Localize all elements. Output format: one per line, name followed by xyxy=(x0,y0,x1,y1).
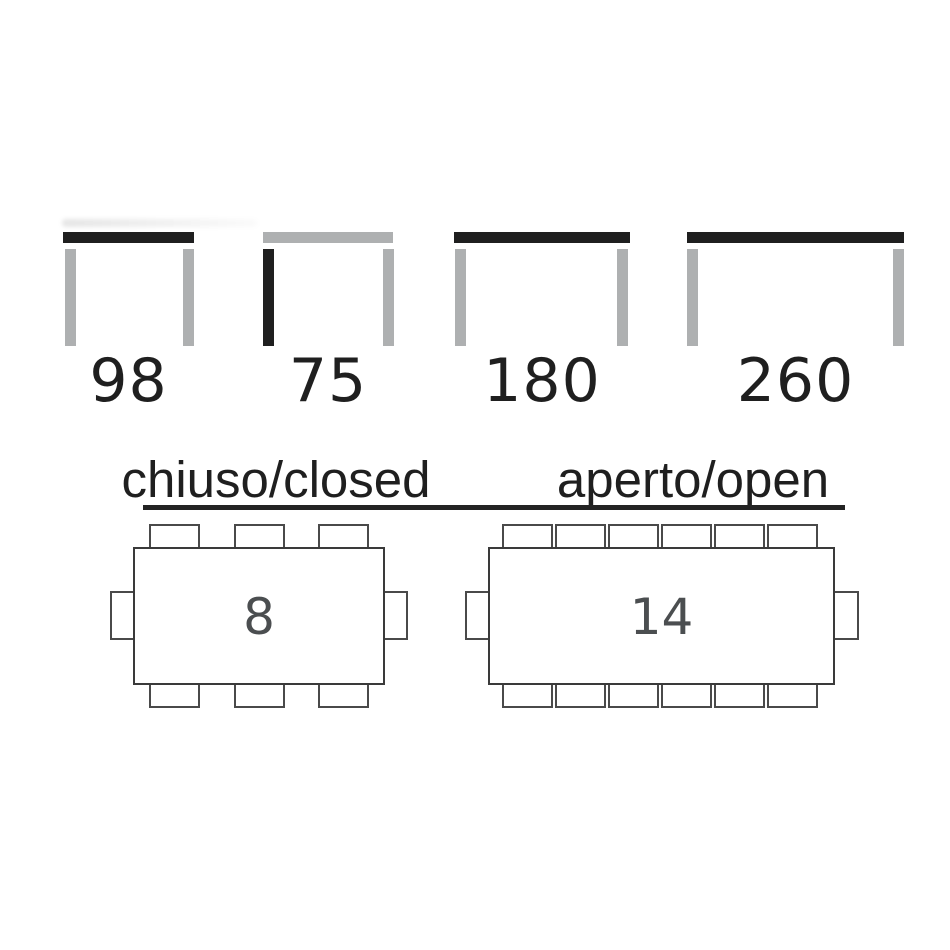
chair-bottom xyxy=(502,681,553,708)
chair-bottom xyxy=(149,681,200,708)
seat-count-open: 14 xyxy=(629,588,694,646)
dimension-label-75: 75 xyxy=(288,346,368,416)
tabletop-bar xyxy=(263,232,393,243)
dimension-label-260: 260 xyxy=(736,346,855,416)
chair-top xyxy=(661,524,712,551)
tabletop-open xyxy=(488,547,835,685)
table-leg-left xyxy=(687,249,698,346)
table-leg-right xyxy=(183,249,194,346)
tabletop-closed xyxy=(133,547,385,685)
chair-top xyxy=(502,524,553,551)
chair-right xyxy=(831,591,859,640)
table-leg-left xyxy=(455,249,466,346)
open-section-label: aperto/open xyxy=(556,451,830,508)
table-leg-left xyxy=(65,249,76,346)
shadow-artifact xyxy=(62,219,258,227)
table-leg-right xyxy=(617,249,628,346)
tabletop-bar-highlighted xyxy=(454,232,630,243)
chair-bottom xyxy=(234,681,285,708)
table-leg-right xyxy=(893,249,904,346)
table-leg-right xyxy=(383,249,394,346)
table-leg-left-highlighted xyxy=(263,249,274,346)
tabletop-bar-highlighted xyxy=(63,232,194,243)
chair-top xyxy=(555,524,606,551)
tabletop-bar-highlighted xyxy=(687,232,904,243)
chair-bottom xyxy=(318,681,369,708)
closed-section-label: chiuso/closed xyxy=(121,451,431,508)
chair-bottom xyxy=(767,681,818,708)
dimension-label-98: 98 xyxy=(89,346,168,416)
chair-bottom xyxy=(714,681,765,708)
dimension-label-180: 180 xyxy=(483,346,601,416)
chair-bottom xyxy=(608,681,659,708)
section-underline xyxy=(143,505,845,510)
chair-bottom xyxy=(661,681,712,708)
chair-bottom xyxy=(555,681,606,708)
seat-count-closed: 8 xyxy=(243,588,275,646)
chair-right xyxy=(381,591,408,640)
